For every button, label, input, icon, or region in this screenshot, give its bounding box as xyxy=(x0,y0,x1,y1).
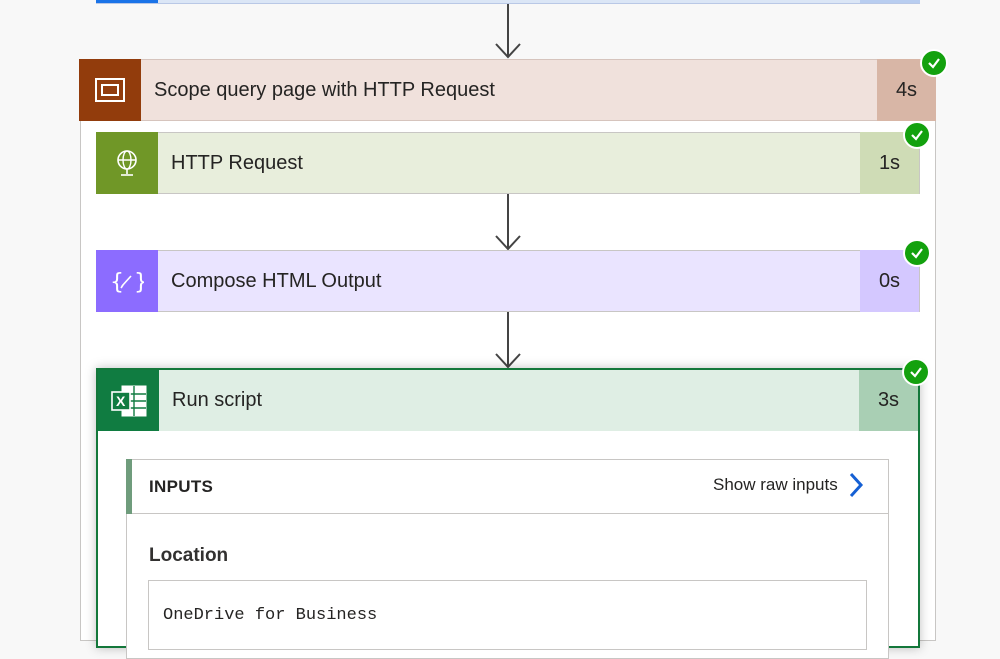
chevron-right-icon[interactable] xyxy=(846,470,866,500)
success-check-icon xyxy=(902,358,930,386)
scope-header[interactable] xyxy=(79,59,936,121)
flow-arrow-icon xyxy=(495,4,521,59)
success-check-icon xyxy=(903,239,931,267)
globe-icon xyxy=(96,132,158,194)
scope-icon xyxy=(79,59,141,121)
inputs-header xyxy=(126,459,889,514)
success-check-icon xyxy=(920,49,948,77)
compose-card[interactable] xyxy=(96,250,920,312)
success-check-icon xyxy=(903,121,931,149)
http-request-card[interactable] xyxy=(96,132,920,194)
svg-text:X: X xyxy=(116,393,126,409)
flow-arrow-icon xyxy=(495,194,521,250)
inputs-label: INPUTS xyxy=(149,477,214,496)
excel-icon: X xyxy=(98,370,159,431)
run-script-title: Run script xyxy=(172,389,263,411)
show-raw-inputs-link[interactable]: Show raw inputs xyxy=(713,475,838,494)
svg-text:}: } xyxy=(134,270,144,295)
run-script-header[interactable] xyxy=(98,370,918,431)
previous-action-duration xyxy=(860,0,920,3)
location-value: OneDrive for Business xyxy=(163,606,378,625)
flow-arrow-icon xyxy=(495,312,521,368)
inputs-accent-bar xyxy=(126,459,132,514)
compose-title: Compose HTML Output xyxy=(171,270,382,292)
http-request-title: HTTP Request xyxy=(171,152,303,174)
previous-action-icon xyxy=(96,0,158,3)
svg-text:{: { xyxy=(110,270,124,295)
curly-braces-icon: { } xyxy=(96,250,158,312)
location-label: Location xyxy=(149,545,229,566)
scope-title: Scope query page with HTTP Request xyxy=(154,79,495,101)
